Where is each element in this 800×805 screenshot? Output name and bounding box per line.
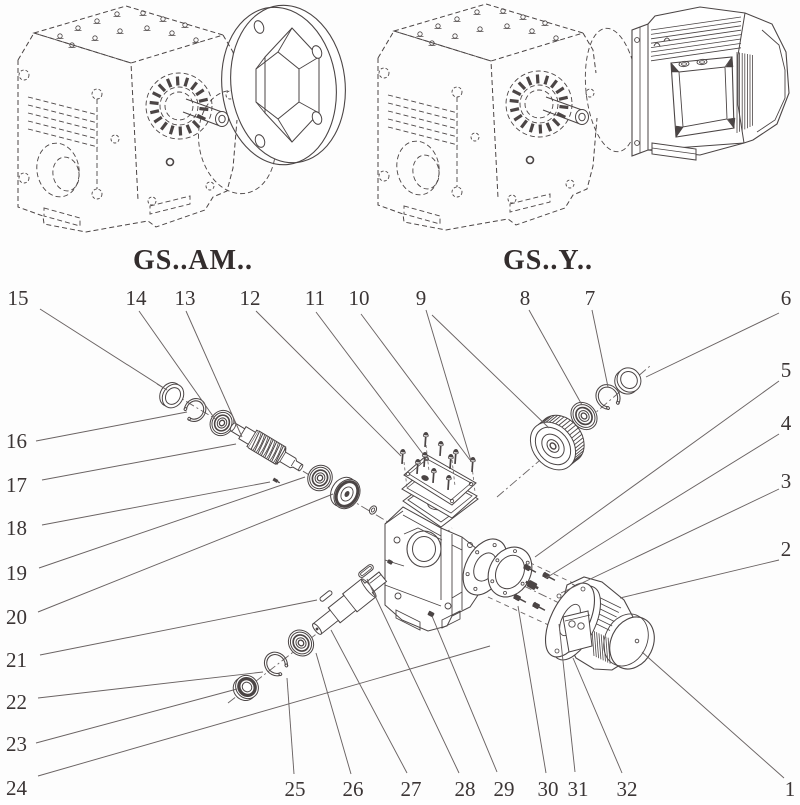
svg-text:19: 19 (6, 561, 27, 585)
svg-text:26: 26 (343, 777, 364, 800)
svg-text:14: 14 (126, 286, 148, 310)
svg-text:16: 16 (6, 429, 27, 453)
svg-text:30: 30 (538, 777, 559, 800)
svg-text:GS..AM..: GS..AM.. (133, 245, 253, 276)
svg-text:22: 22 (6, 690, 27, 714)
svg-text:8: 8 (520, 286, 531, 310)
svg-text:13: 13 (175, 286, 196, 310)
svg-text:9: 9 (416, 286, 427, 310)
svg-text:2: 2 (781, 537, 792, 561)
svg-text:5: 5 (781, 358, 792, 382)
svg-text:31: 31 (568, 777, 589, 800)
svg-text:17: 17 (6, 473, 27, 497)
svg-text:7: 7 (585, 286, 596, 310)
svg-text:29: 29 (494, 777, 515, 800)
svg-text:32: 32 (617, 777, 638, 800)
svg-text:11: 11 (305, 286, 325, 310)
svg-text:6: 6 (781, 286, 792, 310)
svg-text:27: 27 (401, 777, 422, 800)
svg-text:1: 1 (785, 777, 796, 800)
svg-text:20: 20 (6, 605, 27, 629)
svg-text:18: 18 (6, 516, 27, 540)
svg-text:24: 24 (6, 776, 28, 800)
svg-text:15: 15 (8, 286, 29, 310)
svg-text:GS..Y..: GS..Y.. (503, 245, 593, 276)
svg-text:10: 10 (349, 286, 370, 310)
svg-text:3: 3 (781, 469, 792, 493)
svg-text:21: 21 (6, 648, 27, 672)
svg-text:28: 28 (455, 777, 476, 800)
svg-text:12: 12 (240, 286, 261, 310)
svg-text:4: 4 (781, 411, 792, 435)
svg-text:23: 23 (6, 732, 27, 756)
svg-text:25: 25 (285, 777, 306, 800)
